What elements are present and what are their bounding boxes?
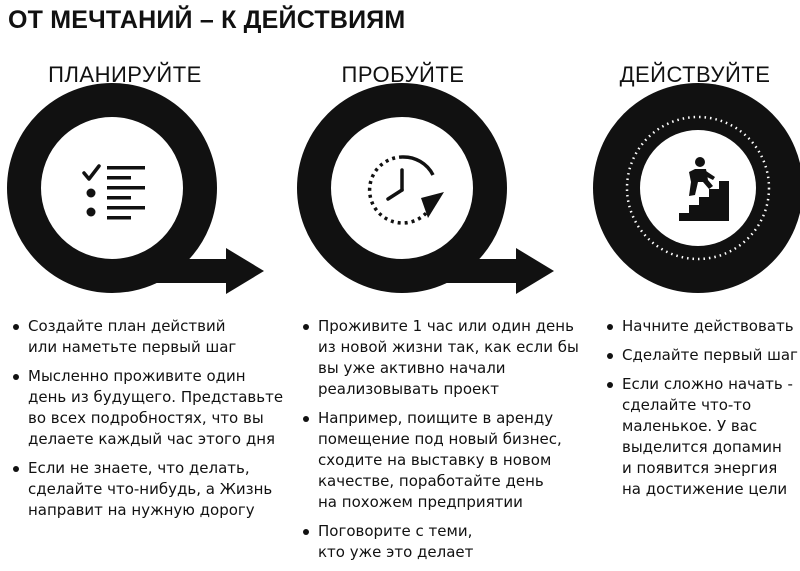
heading-try: ПРОБУЙТЕ	[341, 62, 465, 87]
list-item: Если не знаете, что делать, сделайте что…	[10, 458, 290, 521]
list-item: Мысленно проживите один день из будущего…	[10, 366, 290, 450]
bullet-list-try: Проживите 1 час или один день из новой ж…	[300, 316, 590, 571]
list-item: Проживите 1 час или один день из новой ж…	[300, 316, 590, 400]
page-title: ОТ МЕЧТАНИЙ – К ДЕЙСТВИЯМ	[8, 6, 406, 34]
diagram-art	[7, 83, 800, 294]
checklist-icon	[82, 164, 145, 220]
list-item: Например, поищите в аренду помещение под…	[300, 408, 590, 513]
list-item: Начните действовать	[604, 316, 800, 337]
ring-arrow-try	[297, 83, 554, 294]
stairs-climber-icon	[668, 157, 729, 221]
clock-icon	[367, 155, 444, 225]
list-item: Поговорите с теми, кто уже это делает	[300, 521, 590, 563]
list-item: Сделайте первый шаг	[604, 345, 800, 366]
list-item: Если сложно начать - сделайте что-то мал…	[604, 374, 800, 500]
ring-arrow-plan	[7, 83, 264, 294]
bullet-list-act: Начните действовать Сделайте первый шаг …	[604, 316, 800, 508]
heading-act: ДЕЙСТВУЙТЕ	[619, 62, 771, 87]
bullet-list-plan: Создайте план действий или наметьте перв…	[10, 316, 290, 529]
list-item: Создайте план действий или наметьте перв…	[10, 316, 290, 358]
heading-plan: ПЛАНИРУЙТЕ	[48, 62, 202, 87]
